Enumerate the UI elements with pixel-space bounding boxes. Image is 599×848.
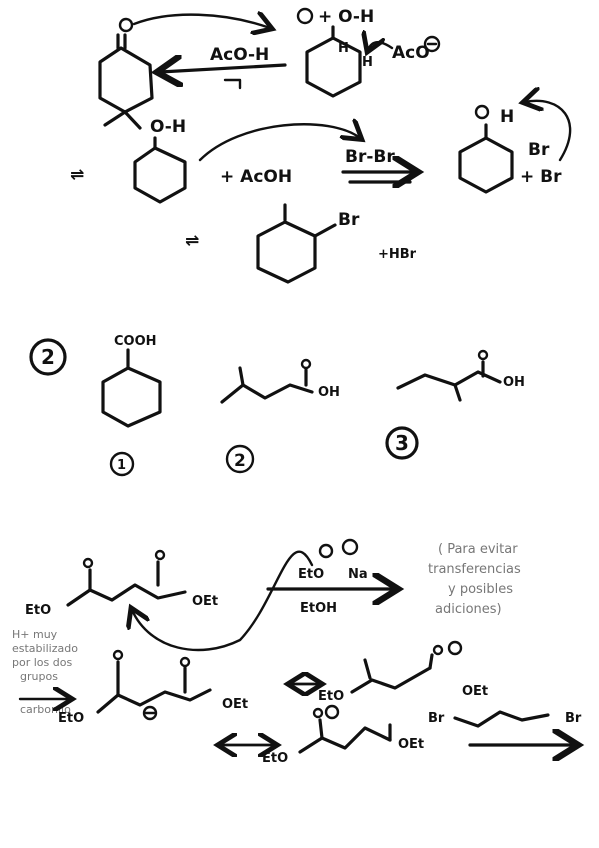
methylbutanoic-acid: OH	[396, 349, 525, 402]
problem-number-circle	[29, 338, 67, 376]
malonate-enolate-2: EtO OEt	[318, 640, 488, 704]
svg-text:adiciones): adiciones)	[435, 602, 502, 617]
protonated-cyclohexanone: + O-H H H	[296, 7, 374, 98]
ethanol-solvent: EtOH	[300, 601, 337, 616]
svg-text:( Para evitar: ( Para evitar	[438, 542, 518, 557]
svg-text:por los dos: por los dos	[12, 656, 72, 669]
svg-text:Br: Br	[528, 140, 550, 160]
curved-arrow-protonation	[132, 15, 270, 28]
svg-text:EtO: EtO	[262, 751, 288, 766]
curved-arrow-bromide	[525, 101, 572, 162]
equilibrium-arrow-1: ⇌	[70, 165, 84, 185]
malonate-enolate-3: EtO OEt	[262, 704, 424, 766]
svg-text:H+ muy: H+ muy	[12, 628, 58, 641]
svg-text:transferencias: transferencias	[428, 562, 521, 577]
cyclohexanecarboxylic-acid: COOH	[101, 334, 162, 428]
svg-text:estabilizado: estabilizado	[12, 642, 78, 655]
curved-arrow-deprotonation-malonate	[132, 550, 314, 652]
note-right: ( Para evitar transferencias y posibles …	[428, 542, 521, 617]
cyclohexanone-dimethyl	[98, 17, 154, 130]
bromobutane: Br Br	[428, 710, 582, 728]
isovaleric-acid: OH	[220, 358, 340, 404]
svg-text:EtO: EtO	[25, 603, 51, 618]
compound-2-number: 2	[234, 451, 246, 471]
svg-text:y posibles: y posibles	[448, 582, 513, 597]
bromo-oxocarbenium: H Br + Br	[458, 104, 562, 194]
svg-text:OEt: OEt	[462, 684, 488, 699]
reverse-arrow	[160, 65, 287, 72]
svg-text:Br: Br	[338, 210, 360, 230]
sodium: Na	[348, 567, 368, 582]
alpha-bromoketone: Br	[256, 203, 360, 284]
minus-charge-icon	[423, 35, 441, 53]
enol: O-H	[133, 117, 187, 204]
svg-text:H: H	[500, 107, 514, 127]
svg-text:OEt: OEt	[222, 697, 248, 712]
svg-text:OEt: OEt	[192, 594, 218, 609]
diethyl-malonate: EtO OEt	[25, 549, 218, 618]
plus-charge-icon	[296, 7, 314, 25]
svg-text:H: H	[362, 55, 373, 70]
plus-acetic-acid: + AcOH	[220, 167, 292, 187]
bromine: Br-Br	[345, 147, 395, 167]
acetate-anion: AcO	[392, 43, 430, 63]
note-left: H+ muy estabilizado por los dos grupos c…	[12, 628, 78, 716]
svg-text:Br: Br	[565, 711, 582, 726]
compound-3-number: 3	[395, 431, 409, 455]
svg-text:Br: Br	[428, 711, 445, 726]
oxygen-atom	[118, 17, 134, 33]
malonate-enolate-1: EtO OEt	[58, 649, 248, 726]
hydrogen-bromide: +HBr	[378, 247, 417, 262]
svg-text:EtO: EtO	[58, 711, 84, 726]
svg-text:O-H: O-H	[150, 117, 186, 137]
compound-1-number: 1	[117, 458, 126, 473]
curved-arrow-enol-attack	[198, 124, 360, 162]
svg-text:+ O-H: + O-H	[318, 7, 374, 27]
svg-text:OEt: OEt	[398, 737, 424, 752]
equilibrium-arrow-3: ⇌	[185, 231, 199, 251]
svg-text:OH: OH	[318, 385, 340, 400]
svg-text:grupos: grupos	[20, 670, 58, 683]
svg-text:H: H	[338, 41, 349, 56]
label-acoh: AcO-H	[210, 45, 269, 65]
curved-arrow-deprotonation	[368, 42, 394, 50]
svg-text:OH: OH	[503, 375, 525, 390]
svg-text:+ Br: + Br	[520, 167, 562, 187]
problem-number: 2	[41, 345, 55, 369]
ethoxide: EtO	[298, 567, 324, 582]
svg-text:EtO: EtO	[318, 689, 344, 704]
svg-text:COOH: COOH	[114, 334, 157, 349]
